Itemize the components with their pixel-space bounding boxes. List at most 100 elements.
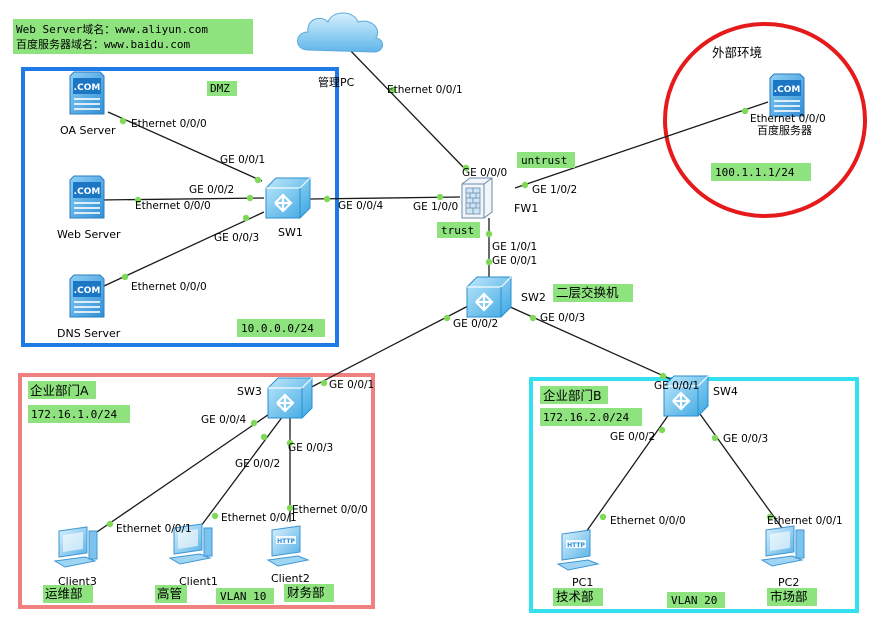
dmz-subnet-bg xyxy=(237,319,325,337)
link-oa-sw1 xyxy=(107,111,263,182)
dept-a-label-bg xyxy=(28,381,96,399)
pc2-role: 市场部 xyxy=(770,589,808,604)
client1-role: 高管 xyxy=(157,586,182,601)
port-label: GE 0/0/2 xyxy=(189,184,234,196)
port-label: GE 0/0/4 xyxy=(201,414,247,426)
client3-role: 运维部 xyxy=(45,586,83,601)
pc2-label: PC2 xyxy=(778,576,799,589)
port-label: Ethernet 0/0/1 xyxy=(387,84,463,96)
domain-info-bg xyxy=(13,19,253,54)
baidu-domain-text: 百度服务器域名：www.baidu.com xyxy=(16,37,190,51)
trust-tag: trust xyxy=(441,224,474,237)
dmz-label: DMZ xyxy=(210,82,230,95)
dept-b-label-bg xyxy=(540,386,608,404)
sw4-label: SW4 xyxy=(713,385,738,398)
cloud-label: 管理PC xyxy=(318,75,355,89)
port-label: Ethernet 0/0/0 xyxy=(750,113,826,125)
port-label: GE 0/0/3 xyxy=(540,312,585,324)
port-labels: Ethernet 0/0/1 GE 0/0/0 Ethernet 0/0/0 G… xyxy=(116,84,843,535)
port-label: Ethernet 0/0/0 xyxy=(292,504,368,516)
vlan10-tag: VLAN 10 xyxy=(220,590,266,603)
client2-label: Client2 xyxy=(271,572,310,585)
port-label: GE 0/0/2 xyxy=(610,431,655,443)
fw1-firewall-icon xyxy=(461,177,493,219)
dept-a-label: 企业部门A xyxy=(30,383,89,398)
cloud-icon xyxy=(297,12,383,53)
port-label: GE 0/0/1 xyxy=(654,380,699,392)
port-label: GE 0/0/1 xyxy=(220,154,265,166)
client2-role-bg xyxy=(284,584,334,602)
port-label: GE 1/0/2 xyxy=(532,184,577,196)
client1-role-bg xyxy=(155,585,187,603)
link-web-sw1 xyxy=(99,197,265,201)
link-sw3-client3 xyxy=(93,407,279,535)
port-label: Ethernet 0/0/1 xyxy=(116,523,192,535)
client3-workstation-icon xyxy=(54,526,98,568)
client3-role-bg xyxy=(43,585,93,603)
client3-label: Client3 xyxy=(58,575,97,588)
oa-server-icon xyxy=(69,71,105,115)
sw1-switch-icon xyxy=(264,176,312,220)
vlan20-tag: VLAN 20 xyxy=(671,594,717,607)
baidu-server-icon xyxy=(769,73,805,117)
port-dots xyxy=(106,86,774,528)
sw2-note-bg xyxy=(553,284,633,302)
link-sw4-pc1 xyxy=(585,409,673,533)
external-subnet-bg xyxy=(711,163,811,181)
sw2-note: 二层交换机 xyxy=(556,285,619,300)
untrust-tag: untrust xyxy=(521,154,567,167)
vlan10-bg xyxy=(216,588,274,604)
pc1-http-pc-icon xyxy=(557,529,599,571)
client1-label: Client1 xyxy=(179,575,218,588)
link-sw2-sw4 xyxy=(507,305,687,387)
port-label: GE 1/0/0 xyxy=(413,201,458,213)
port-label: Ethernet 0/0/1 xyxy=(221,512,297,524)
baidu-server-label: 百度服务器 xyxy=(757,123,812,137)
port-label: GE 0/0/4 xyxy=(338,200,384,212)
port-label: Ethernet 0/0/0 xyxy=(131,281,207,293)
dns-server-icon xyxy=(69,274,105,318)
link-sw2-sw3 xyxy=(299,304,471,394)
pc1-role-bg xyxy=(553,588,603,606)
link-dns-sw1 xyxy=(103,211,265,287)
link-sw1-fw xyxy=(309,196,461,200)
fw1-label: FW1 xyxy=(514,202,538,215)
port-label: GE 1/0/1 xyxy=(492,241,537,253)
external-zone-label: 外部环境 xyxy=(712,45,762,60)
dept-b-label: 企业部门B xyxy=(543,388,602,403)
oa-server-label: OA Server xyxy=(60,124,116,137)
dept-a-subnet-bg xyxy=(28,405,130,423)
pc1-role: 技术部 xyxy=(556,589,594,604)
port-label: GE 0/0/3 xyxy=(288,442,333,454)
port-label: Ethernet 0/0/0 xyxy=(610,515,686,527)
link-sw4-pc2 xyxy=(699,413,783,529)
vlan20-bg xyxy=(667,592,725,608)
untrust-tag-bg xyxy=(517,152,575,168)
sw3-label: SW3 xyxy=(237,385,262,398)
sw2-label: SW2 xyxy=(521,291,546,304)
port-label: Ethernet 0/0/0 xyxy=(131,118,207,130)
pc1-label: PC1 xyxy=(572,576,593,589)
web-server-icon xyxy=(69,175,105,219)
pc2-workstation-icon xyxy=(761,525,805,567)
external-zone-circle xyxy=(663,22,867,218)
port-label: GE 0/0/1 xyxy=(329,379,374,391)
sw2-switch-icon xyxy=(465,275,513,319)
trust-tag-bg xyxy=(437,222,480,238)
external-subnet: 100.1.1.1/24 xyxy=(715,166,795,179)
client2-role: 财务部 xyxy=(287,585,325,600)
dept-a-subnet: 172.16.1.0/24 xyxy=(31,408,117,421)
link-fw-baidu xyxy=(514,101,769,189)
pc2-role-bg xyxy=(767,588,817,606)
port-label: Ethernet 0/0/0 xyxy=(135,200,211,212)
port-label: Ethernet 0/0/1 xyxy=(767,515,843,527)
client2-http-pc-icon xyxy=(267,525,309,567)
dmz-subnet: 10.0.0.0/24 xyxy=(241,322,314,335)
sw3-switch-icon xyxy=(266,376,314,420)
dmz-zone-box xyxy=(21,67,339,347)
sw1-label: SW1 xyxy=(278,226,303,239)
port-label: GE 0/0/0 xyxy=(462,167,507,179)
link-cloud-fw xyxy=(344,44,467,171)
port-label: GE 0/0/1 xyxy=(492,255,537,267)
dept-b-subnet-bg xyxy=(540,408,642,426)
